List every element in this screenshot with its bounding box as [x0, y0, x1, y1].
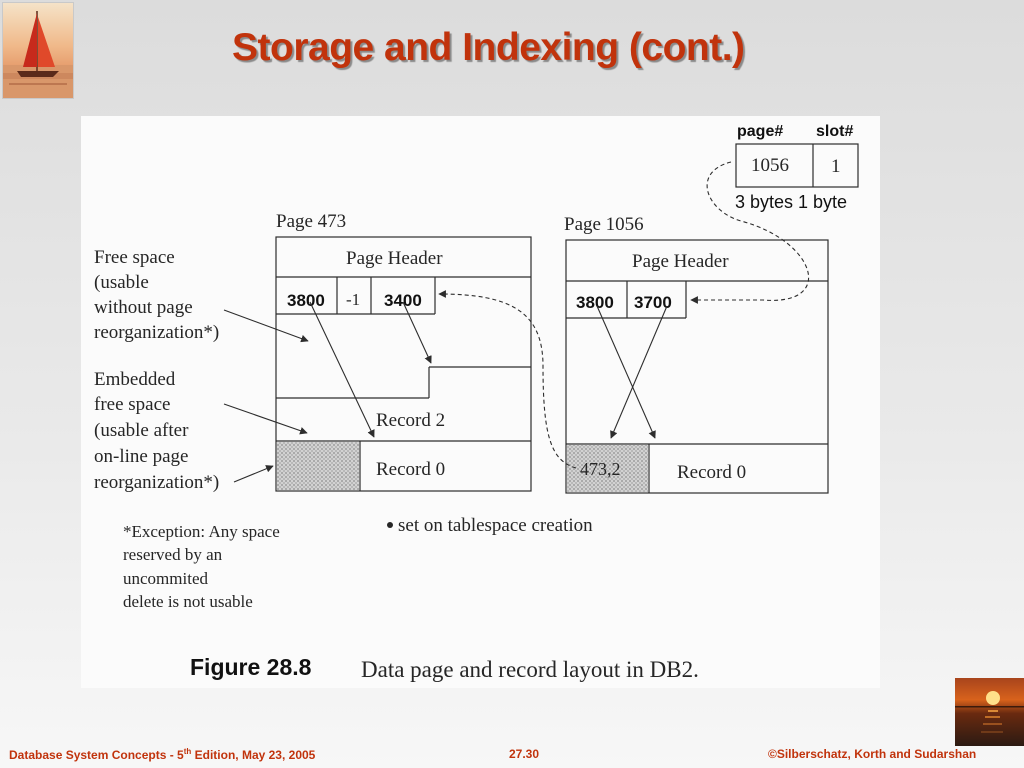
forward-pointer-dashed-arrow — [438, 290, 577, 469]
embedded-line-3: (usable after — [94, 420, 189, 441]
free-space-line-3: without page — [94, 297, 193, 318]
sunset-logo-icon — [955, 678, 1024, 746]
sailboat-logo-icon — [2, 2, 74, 99]
exception-line-4: delete is not usable — [123, 592, 253, 611]
footer-copyright: ©Silberschatz, Korth and Sudarshan — [768, 747, 977, 761]
page-473-slot-2: -1 — [346, 290, 360, 309]
page-473-label: Page 473 — [276, 211, 346, 232]
figure-caption-text: Data page and record layout in DB2. — [361, 657, 699, 682]
footer-edition-sup: th — [183, 747, 192, 756]
embedded-line-4: on-line page — [94, 446, 188, 467]
footer-slide-number: 27.30 — [509, 747, 540, 761]
embedded-line-5: reorganization*) — [94, 472, 219, 493]
free-space-arrow — [223, 309, 309, 343]
exception-note: *Exception: Any space reserved by an unc… — [123, 522, 280, 611]
page-1056-record-0: Record 0 — [677, 462, 746, 483]
rid-sizes: 3 bytes 1 byte — [735, 192, 847, 212]
free-space-line-2: (usable — [94, 272, 149, 293]
page-1056-slot-1: 3800 — [576, 293, 614, 312]
embedded-line-1: Embedded — [94, 369, 176, 390]
page-1056-pointer-fill — [567, 445, 648, 492]
page-473-record-2: Record 2 — [376, 410, 445, 431]
footer-edition-date: Edition, May 23, 2005 — [191, 748, 316, 762]
page-1056-label: Page 1056 — [564, 214, 644, 235]
rid-slot-label: slot# — [816, 123, 853, 140]
page-473-slot-1: 3800 — [287, 291, 325, 310]
db2-page-layout-figure: Page 473 Page Header 3800 -1 3400 Record… — [81, 116, 880, 688]
rid-box — [735, 143, 859, 188]
figure-caption-number: Figure 28.8 — [190, 654, 312, 680]
slide-title: Storage and Indexing (cont.) — [232, 26, 745, 69]
exception-line-1: *Exception: Any space — [123, 522, 280, 541]
footer-book-info: Database System Concepts - 5th Edition, … — [9, 747, 315, 762]
embedded-free-space-fill — [277, 442, 359, 490]
free-space-line-1: Free space — [94, 247, 175, 268]
page-473-header: Page Header — [346, 248, 443, 269]
bullet-note: set on tablespace creation — [398, 515, 593, 536]
embedded-line-2: free space — [94, 394, 170, 415]
rid-slot-value: 1 — [831, 156, 841, 177]
page-473-record-0: Record 0 — [376, 459, 445, 480]
bullet-dot-icon — [387, 522, 393, 528]
rid-page-value: 1056 — [751, 155, 789, 176]
exception-line-2: reserved by an — [123, 545, 223, 564]
rid-to-slot-dashed-arrow — [690, 161, 809, 304]
page-1056-box — [565, 239, 829, 494]
page-473-slot-3: 3400 — [384, 291, 422, 310]
exception-line-3: uncommited — [123, 569, 208, 588]
free-space-line-4: reorganization*) — [94, 322, 219, 343]
page-1056-pointer: 473,2 — [580, 459, 621, 479]
footer-book-title: Database System Concepts - 5 — [9, 748, 184, 762]
embedded-arrow-1 — [223, 403, 308, 435]
embedded-arrow-2 — [233, 465, 274, 483]
page-1056-header: Page Header — [632, 251, 729, 272]
embedded-free-space-annotation: Embedded free space (usable after on-lin… — [94, 369, 219, 493]
free-space-annotation: Free space (usable without page reorgani… — [94, 247, 219, 343]
page-1056-slot-2: 3700 — [634, 293, 672, 312]
rid-page-label: page# — [737, 123, 783, 140]
